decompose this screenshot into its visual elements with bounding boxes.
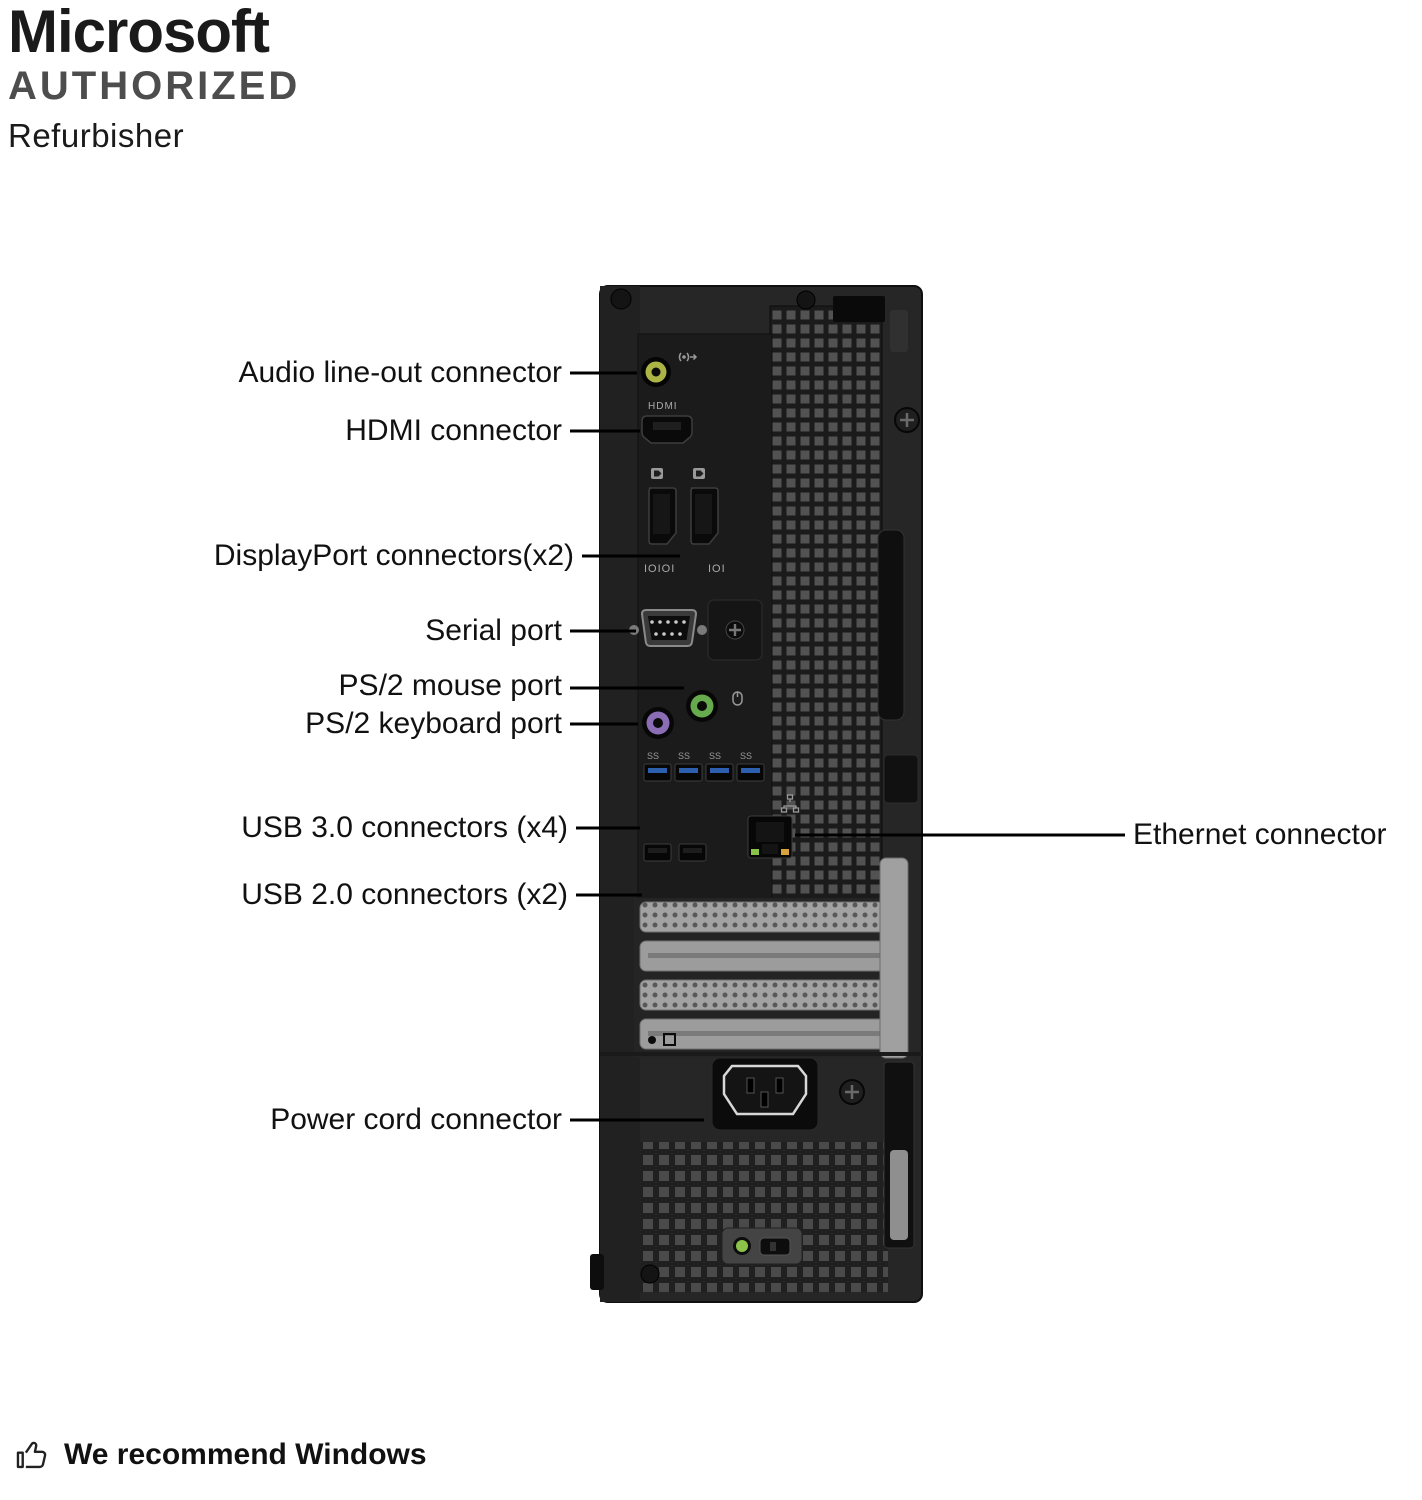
displayport-ports <box>648 468 719 545</box>
chassis-foot <box>590 1254 604 1290</box>
audio-line-out-port <box>641 352 698 387</box>
ethernet-led-green <box>751 849 759 855</box>
usb2-ports <box>643 843 707 862</box>
callout-serial: Serial port <box>425 614 562 647</box>
displayport-icon <box>651 468 663 479</box>
line-out-icon <box>678 352 698 362</box>
callout-ps2-mouse: PS/2 mouse port <box>338 669 562 702</box>
blank-knockout-plate <box>707 599 763 661</box>
brand-tagline: Refurbisher <box>8 117 185 154</box>
mouse-icon <box>732 691 743 706</box>
usb3-marking: SS <box>678 751 690 761</box>
hdmi-port: HDMI <box>641 401 693 444</box>
power-supply-area <box>590 1052 922 1292</box>
serial-marking: IOIOI <box>644 563 675 575</box>
power-inlet <box>711 1057 819 1131</box>
callout-usb2: USB 2.0 connectors (x2) <box>241 878 568 911</box>
hdmi-marking: HDMI <box>648 401 678 412</box>
network-icon <box>780 794 800 813</box>
ps2-keyboard-port <box>642 707 674 739</box>
usb3-marking: SS <box>709 751 721 761</box>
usb3-marking: SS <box>647 751 659 761</box>
usb3-ports: SS SS SS SS <box>643 751 765 782</box>
brand-name: Microsoft <box>8 0 270 65</box>
windows-recommendation: We recommend Windows <box>14 1436 427 1474</box>
aux-marking: IOI <box>708 563 726 575</box>
slot-latch <box>879 857 909 1059</box>
ps2-mouse-port <box>686 690 743 722</box>
callout-lines <box>570 371 1125 1122</box>
refurbisher-badge: Microsoft AUTHORIZED Refurbisher <box>8 0 300 154</box>
displayport-icon <box>693 468 705 479</box>
serial-port: IOIOI IOI <box>629 563 726 647</box>
expansion-slots <box>634 857 909 1059</box>
screw-icon <box>893 406 921 434</box>
ethernet-port <box>747 794 800 859</box>
vent-grid <box>769 305 883 903</box>
brand-subtitle: AUTHORIZED <box>8 64 301 108</box>
screw-icon <box>838 1078 866 1106</box>
psu-led <box>736 1240 748 1252</box>
callout-displayport: DisplayPort connectors(x2) <box>213 539 574 572</box>
ethernet-led-amber <box>781 849 789 855</box>
psu-indicator <box>721 1227 803 1265</box>
callout-ps2-keyboard: PS/2 keyboard port <box>305 707 562 740</box>
callout-usb3: USB 3.0 connectors (x4) <box>241 811 568 844</box>
callout-audio-line-out: Audio line-out connector <box>238 356 562 389</box>
callout-ethernet: Ethernet connector <box>1133 818 1387 851</box>
callout-hdmi: HDMI connector <box>345 414 562 447</box>
thumbs-up-icon <box>16 1441 47 1469</box>
callout-power: Power cord connector <box>270 1103 562 1136</box>
footer-text: We recommend Windows <box>64 1438 427 1471</box>
psu-vent-grid <box>640 1142 888 1292</box>
usb3-marking: SS <box>740 751 752 761</box>
